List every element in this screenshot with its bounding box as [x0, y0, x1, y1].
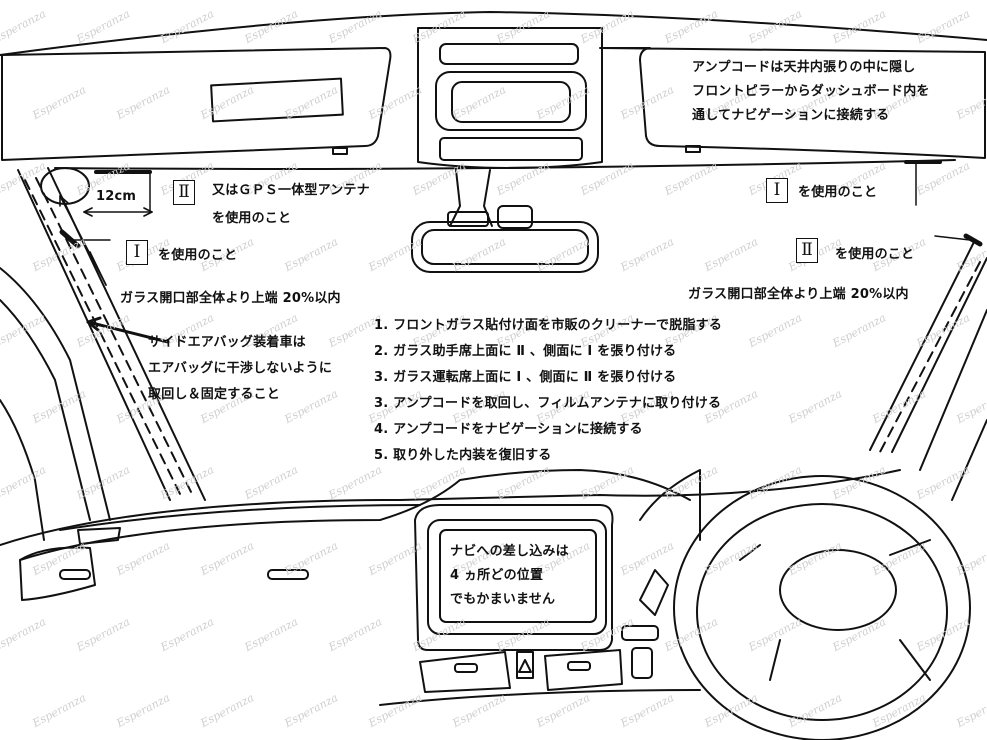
- step-item: 1. フロントガラス貼付け面を市販のクリーナーで脱脂する: [374, 318, 723, 333]
- airbag-note: サイドエアバッグ装着車は エアバッグに干渉しないように 取回し＆固定すること: [148, 330, 332, 408]
- step-item: 5. 取り外した内装を復旧する: [374, 448, 552, 463]
- hazard-button: [516, 651, 534, 679]
- navi-note: ナビへの差し込みは 4 ヵ所どの位置 でもかまいません: [450, 540, 569, 612]
- mirror-stem: [449, 169, 493, 227]
- marker-right-top: Ⅰ: [766, 178, 788, 203]
- left-top-label-line1: 又はＧＰＳ一体型アンテナ: [212, 183, 370, 198]
- amp-cord-note: アンプコードは天井内張りの中に隠し フロントピラーからダッシュボード内を 通して…: [692, 56, 930, 128]
- airbag-note-line: 取回し＆固定すること: [148, 387, 281, 402]
- rear-view-mirror: [411, 221, 599, 273]
- navi-note-line: ナビへの差し込みは: [450, 544, 569, 559]
- step-item: 3. ガラス運転席上面に Ⅰ 、側面に Ⅱ を張り付ける: [374, 370, 677, 385]
- glass-right-note: ガラス開口部全体より上端 20%以内: [688, 287, 909, 302]
- step-item: 3. アンプコードを取回し、フィルムアンテナに取り付ける: [374, 396, 722, 411]
- center-vents: [419, 649, 623, 693]
- overhead-console: [417, 27, 603, 169]
- step-item: 2. ガラス助手席上面に Ⅱ 、側面に Ⅰ を張り付ける: [374, 344, 677, 359]
- navi-screen: [427, 519, 607, 635]
- airbag-note-line: サイドエアバッグ装着車は: [148, 335, 306, 350]
- distance-label: 12cm: [96, 189, 137, 204]
- marker-right-bottom: Ⅱ: [796, 238, 818, 263]
- right-sun-visor: [599, 47, 986, 159]
- amp-note-line: フロントピラーからダッシュボード内を: [692, 84, 930, 99]
- dashboard-top: [0, 469, 901, 546]
- navi-note-line: 4 ヵ所どの位置: [450, 568, 544, 583]
- left-bottom-label: を使用のこと: [158, 248, 238, 263]
- marker-left-top: Ⅱ: [173, 180, 195, 205]
- airbag-arrow: [86, 320, 170, 344]
- installation-steps: 1. フロントガラス貼付け面を市販のクリーナーで脱脂する 2. ガラス助手席上面…: [374, 313, 722, 469]
- airbag-note-line: エアバッグに干渉しないように: [148, 361, 333, 376]
- left-sun-visor: [1, 47, 392, 161]
- amp-note-line: アンプコードは天井内張りの中に隠し: [692, 60, 916, 75]
- amp-note-line: 通してナビゲーションに接続する: [692, 108, 890, 123]
- right-top-label: を使用のこと: [798, 185, 878, 200]
- glass-left-note: ガラス開口部全体より上端 20%以内: [120, 291, 341, 306]
- headliner-outline: [0, 11, 987, 56]
- left-vanity-mirror: [210, 77, 344, 123]
- center-console: [414, 504, 614, 651]
- marker-left-bottom: Ⅰ: [126, 240, 148, 265]
- step-item: 4. アンプコードをナビゲーションに接続する: [374, 422, 643, 437]
- right-a-pillar: [869, 239, 987, 453]
- right-bottom-label: を使用のこと: [835, 247, 915, 262]
- steering-wheel: [673, 475, 971, 740]
- navi-note-line: でもかまいません: [450, 592, 556, 607]
- left-air-vent: [19, 546, 96, 601]
- left-top-label-line2: を使用のこと: [212, 211, 292, 226]
